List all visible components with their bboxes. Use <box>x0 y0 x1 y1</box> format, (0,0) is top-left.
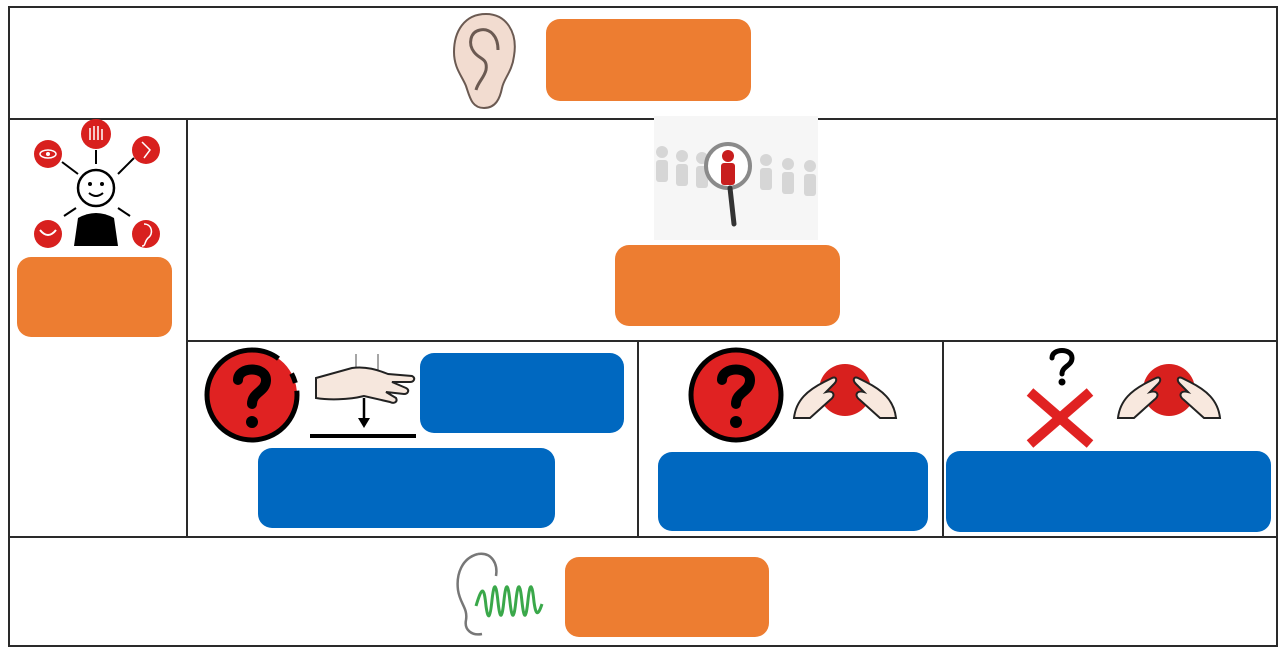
hands-squeezing-ball-icon <box>790 360 900 430</box>
hands-squeezing-ball-icon <box>1114 360 1224 430</box>
center-label-box <box>615 245 840 326</box>
subcell3-label-box <box>946 451 1271 532</box>
subcell1-label-box-top <box>420 353 624 433</box>
divider-top-left <box>8 118 654 120</box>
frame-right <box>1276 6 1278 647</box>
subcell1-label-box-bottom <box>258 448 555 528</box>
frame-left <box>8 6 10 647</box>
ear-sound-wave-icon <box>452 550 552 638</box>
question-mark-circle-icon <box>202 346 306 444</box>
divider-middle-vertical <box>186 118 188 538</box>
question-mark-circle-icon <box>686 346 788 444</box>
person-search-magnifier-icon <box>654 116 818 240</box>
bottom-label-box <box>565 557 769 637</box>
divider-top-right <box>818 118 1278 120</box>
question-cross-icon <box>1022 344 1098 448</box>
top-label-box <box>546 19 751 101</box>
subcell2-label-box <box>658 452 928 531</box>
frame-bottom <box>8 645 1278 647</box>
hand-pressing-down-icon <box>308 350 418 442</box>
divider-subrow <box>186 340 1278 342</box>
divider-subcell-2 <box>942 340 944 538</box>
ear-icon <box>446 10 520 112</box>
senses-person-icon <box>26 118 166 254</box>
frame-top <box>8 6 1278 8</box>
divider-subcell-1 <box>637 340 639 538</box>
divider-bottom <box>8 536 1278 538</box>
left-label-box <box>17 257 172 337</box>
